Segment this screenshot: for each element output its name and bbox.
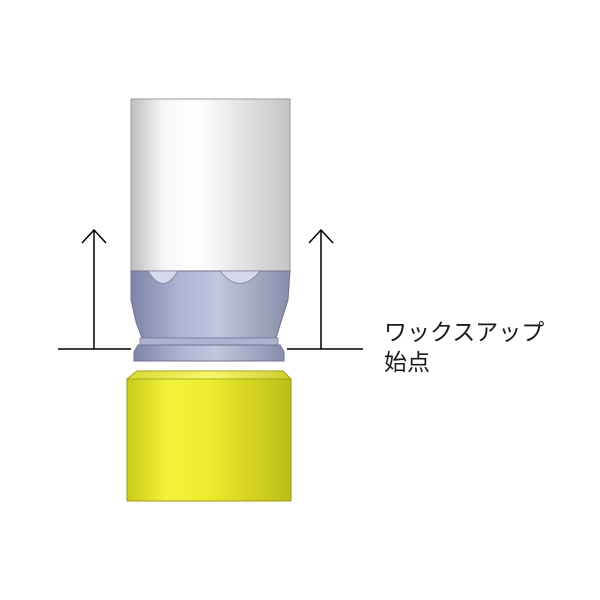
label-line-1: ワックスアップ bbox=[384, 320, 545, 346]
lower-cylinder bbox=[125, 370, 292, 502]
label-line-2: 始点 bbox=[384, 350, 430, 376]
middle-coupler bbox=[130, 270, 291, 362]
upper-cylinder bbox=[130, 98, 291, 272]
wax-up-start-point-label: ワックスアップ 始点 bbox=[384, 318, 544, 378]
arrow-up-right-icon bbox=[308, 228, 334, 349]
arrow-up-left-icon bbox=[81, 228, 107, 349]
